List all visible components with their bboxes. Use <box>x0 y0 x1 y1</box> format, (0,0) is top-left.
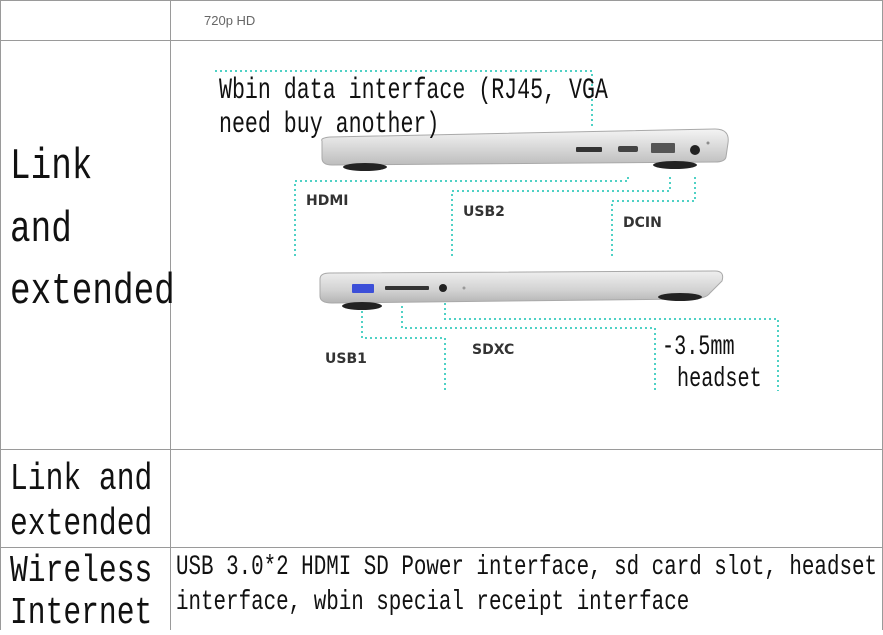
row2-label-line3: extended <box>10 267 175 317</box>
usb-port <box>651 143 675 153</box>
dcin-port <box>690 145 700 155</box>
port-label-usb1: USB1 <box>325 351 367 367</box>
port-label-sdxc: SDXC <box>472 342 514 358</box>
row3-label-line2: extended <box>10 503 153 546</box>
row2-label-line2: and <box>10 205 72 255</box>
row4-value-line2: interface, wbin special receipt interfac… <box>176 587 690 618</box>
usb1-port <box>352 284 374 293</box>
headset-annotation-line1: -3.5mm <box>662 332 735 363</box>
row2-label-line1: Link <box>10 142 93 192</box>
usb2-port <box>618 146 638 152</box>
top-leader-lines <box>294 176 696 256</box>
headset-annotation-line2: headset <box>677 364 762 395</box>
grid-line <box>0 449 883 450</box>
bottom-leader-lines <box>361 303 779 391</box>
wbin-annotation-line2: need buy another) <box>219 108 440 142</box>
laptop-right-side <box>321 128 729 171</box>
grid-line <box>0 0 883 1</box>
row3-label-line1: Link and <box>10 458 153 501</box>
wbin-annotation-line1: Wbin data interface (RJ45, VGA <box>219 74 608 108</box>
row4-label-line2: Internet <box>10 592 153 635</box>
headset-port <box>439 284 447 292</box>
grid-line <box>0 547 883 548</box>
hdmi-port <box>576 147 602 152</box>
row1-value: 720p HD <box>204 13 256 28</box>
row4-value-line1: USB 3.0*2 HDMI SD Power interface, sd ca… <box>176 552 878 583</box>
row4-label-line1: Wireless <box>10 550 153 593</box>
grid-line <box>0 0 1 630</box>
laptop-ports-diagram: HDMI USB2 DCIN USB1 SDXC <box>215 70 779 391</box>
port-label-dcin: DCIN <box>623 215 662 231</box>
grid-line <box>170 0 171 630</box>
port-label-hdmi: HDMI <box>306 193 348 209</box>
laptop-left-side <box>319 270 724 310</box>
sdxc-port <box>385 286 429 290</box>
wbin-leader-line <box>215 70 593 126</box>
grid-line <box>0 40 883 41</box>
port-label-usb2: USB2 <box>463 204 505 220</box>
